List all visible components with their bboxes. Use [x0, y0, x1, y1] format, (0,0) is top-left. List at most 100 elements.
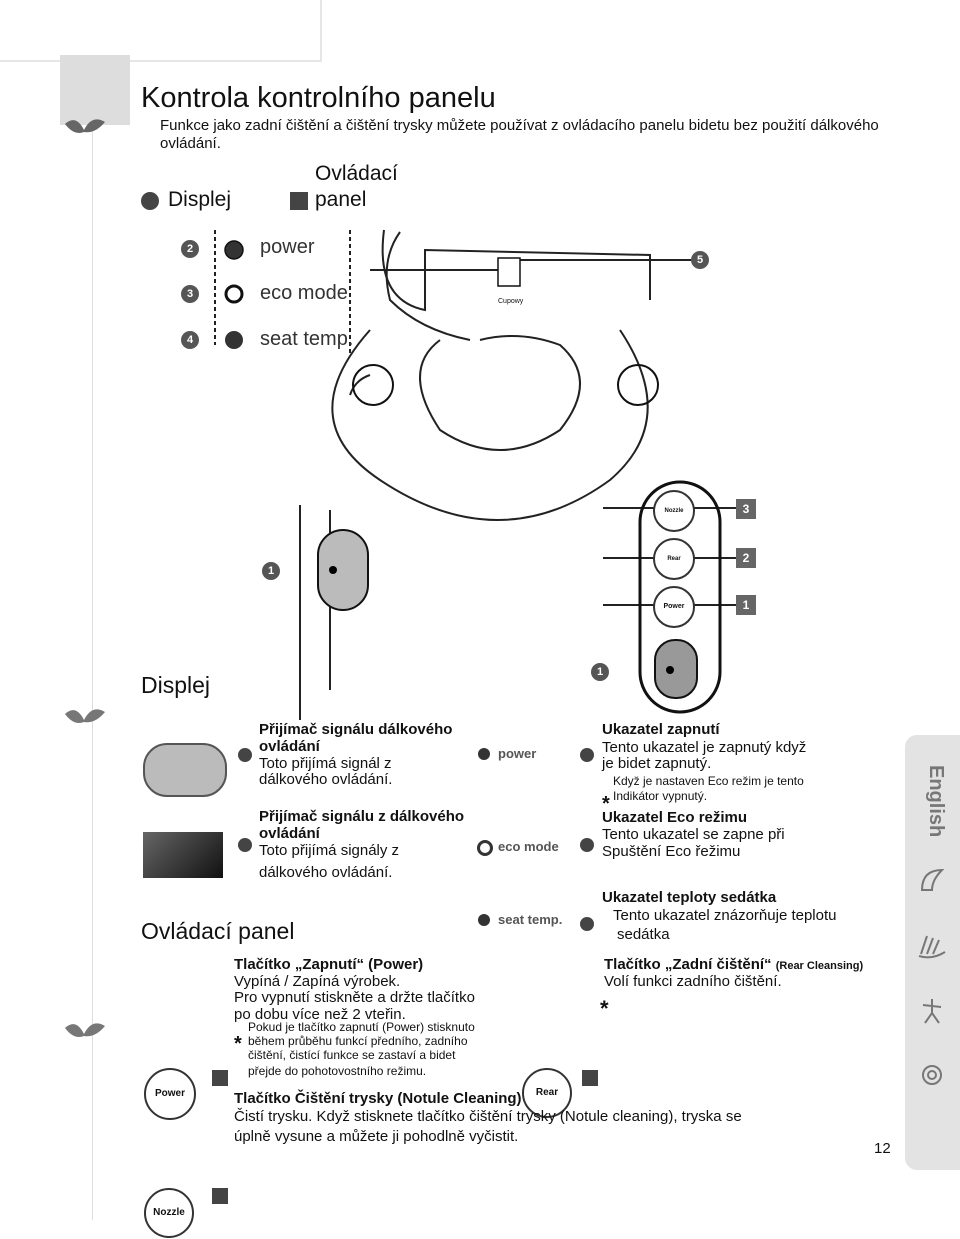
eco-indicator-text-1: Tento ukazatel se zapne při [602, 826, 785, 843]
panel-nozzle-label: Nozzle Cleaning [664, 508, 684, 514]
power-button-note-2: během průběhu funkcí předního, zadního [248, 1034, 468, 1048]
power-button-text-3: po dobu více než 2 vteřin. [234, 1006, 406, 1023]
square-bullet [212, 1188, 228, 1204]
swirl-icon [922, 1065, 942, 1085]
brand-label: Cupowy [498, 298, 524, 305]
power-indicator-note-2: Indikátor vypnutý. [613, 789, 708, 803]
power-button-text-1: Vypíná / Zapíná výrobek. [234, 973, 401, 990]
callout-number: 3 [181, 285, 199, 303]
callout-number: 4 [181, 331, 199, 349]
power-button-title: Tlačítko „Zapnutí“ (Power) [234, 956, 424, 973]
indicator-label-eco: eco mode [498, 839, 559, 854]
panel-power-button[interactable]: Power [653, 586, 695, 628]
receiver2-title-1: Přijímač signálu z dálkového [259, 808, 465, 825]
nozzle-button-icon[interactable]: Nozzle [144, 1188, 194, 1238]
rear-button-text-1: Volí funkci zadního čištění. [604, 973, 782, 990]
diagram-lines [214, 229, 740, 720]
bullet-icon [580, 917, 594, 931]
receiver1-title-1: Přijímač signálu dálkového [259, 721, 453, 738]
rear-button-icon-label: Rear [535, 1087, 559, 1098]
figure-icon [922, 999, 942, 1024]
page-title: Kontrola kontrolního panelu [141, 82, 496, 114]
receiver2-text-2: dálkového ovládání. [259, 864, 393, 881]
asterisk: * [600, 996, 609, 1021]
power-indicator-note-1: Když je nastaven Eco režim je tento [613, 774, 804, 788]
eco-indicator-title: Ukazatel Eco režimu [602, 809, 748, 826]
bullet-icon [580, 838, 594, 852]
panel-nozzle-button[interactable]: Nozzle Cleaning [653, 490, 695, 532]
nozzle-button-icon-label: Nozzle [153, 1207, 185, 1218]
intro-text: Funkce jako zadní čištění a čištění trys… [160, 117, 879, 152]
nozzle-button-title: Tlačítko Čištění trysky (Notule Cleaning… [234, 1090, 522, 1107]
receiver1-title-2: ovládání [259, 738, 320, 755]
panel-legend-label-2: panel [315, 188, 367, 211]
page-number: 12 [874, 1140, 891, 1157]
diagram-label-eco: eco mode [260, 282, 348, 304]
seat-indicator-text-1: Tento ukazatel znázorňuje teplotu [613, 907, 837, 924]
indicator-label-power: power [498, 746, 537, 761]
diagram-label-power: power [260, 236, 315, 258]
nozzle-button-text-1: Čistí trysku. Když stisknete tlačítko či… [234, 1108, 742, 1125]
power-button-text-2: Pro vypnutí stiskněte a držte tlačítko [234, 989, 475, 1006]
power-button-icon-label: Power [154, 1088, 185, 1099]
display-legend-label: Displej [168, 188, 232, 211]
leaf-icon [920, 868, 945, 891]
rear-button-icon[interactable]: Rear [522, 1068, 572, 1118]
receiver-image-dark [143, 832, 223, 878]
margin-line [92, 120, 93, 1220]
rear-button-title: Tlačítko „Zadní čištění“ (Rear Cleansing… [604, 956, 864, 973]
hand-icon [918, 935, 946, 959]
asterisk: * [234, 1033, 242, 1055]
section-title-panel: Ovládací panel [141, 918, 295, 944]
bullet-icon [238, 748, 252, 762]
seat-indicator-dot [478, 914, 490, 926]
nozzle-button-text-2: úplně vysune a můžete ji pohodlně vyčist… [234, 1128, 519, 1145]
bullet-icon [580, 748, 594, 762]
leaf-icon [65, 119, 105, 133]
bullet-icon [238, 838, 252, 852]
corner-decoration [0, 0, 322, 62]
power-indicator-title: Ukazatel zapnutí [602, 721, 720, 738]
seat-indicator-text-2: sedátka [617, 926, 670, 943]
panel-rear-button[interactable]: Rear Cleaning [653, 538, 695, 580]
power-button-note-1: Pokud je tlačítko zapnutí (Power) stiskn… [248, 1020, 475, 1034]
panel-legend-label-1: Ovládací [315, 162, 398, 185]
callout-number: 1 [262, 562, 280, 580]
power-button-note-4: přejde do pohotovostního režimu. [248, 1064, 427, 1078]
eco-indicator-dot [477, 840, 493, 856]
eco-indicator-text-2: Spuštění Eco řežimu [602, 843, 741, 860]
callout-number: 5 [691, 251, 709, 269]
indicator-label-seat: seat temp. [498, 912, 563, 927]
callout-number: 1 [591, 663, 609, 681]
leaf-icon [65, 1023, 105, 1037]
power-indicator-dot [478, 748, 490, 760]
language-side-tab[interactable]: English [905, 735, 960, 1170]
power-button-note-3: čištění, čistící funkce se zastaví a bid… [248, 1048, 456, 1062]
corner-bar [60, 55, 130, 125]
seat-indicator-title: Ukazatel teploty sedátka [602, 889, 777, 906]
power-button-icon[interactable]: Power [144, 1068, 196, 1120]
panel-rear-label: Rear Cleaning [667, 556, 681, 562]
receiver2-title-2: ovládání [259, 825, 320, 842]
power-indicator-text-2: je bidet zapnutý. [602, 755, 712, 772]
receiver2-text-1: Toto přijímá signály z [259, 842, 400, 859]
panel-power-label: Power [663, 603, 685, 610]
receiver-image-light [143, 743, 227, 797]
language-tab-label: English [925, 765, 947, 838]
callout-number: 1 [736, 595, 756, 615]
callout-number: 2 [736, 548, 756, 568]
receiver1-text-2: dálkového ovládání. [259, 771, 393, 788]
diagram-label-seat: seat temp. [260, 328, 354, 350]
leaf-icon [65, 709, 105, 723]
receiver1-text-1: Toto přijímá signál z [259, 755, 392, 772]
power-indicator-text-1: Tento ukazatel je zapnutý když [602, 739, 807, 756]
asterisk: * [602, 793, 610, 815]
square-bullet [582, 1070, 598, 1086]
rear-button-title-small: (Rear Cleansing) [775, 960, 864, 972]
panel-legend-square [290, 192, 308, 210]
display-legend-bullet [141, 192, 159, 210]
section-title-display: Displej [141, 672, 211, 698]
square-bullet [212, 1070, 228, 1086]
callout-number: 3 [736, 499, 756, 519]
callout-number: 2 [181, 240, 199, 258]
